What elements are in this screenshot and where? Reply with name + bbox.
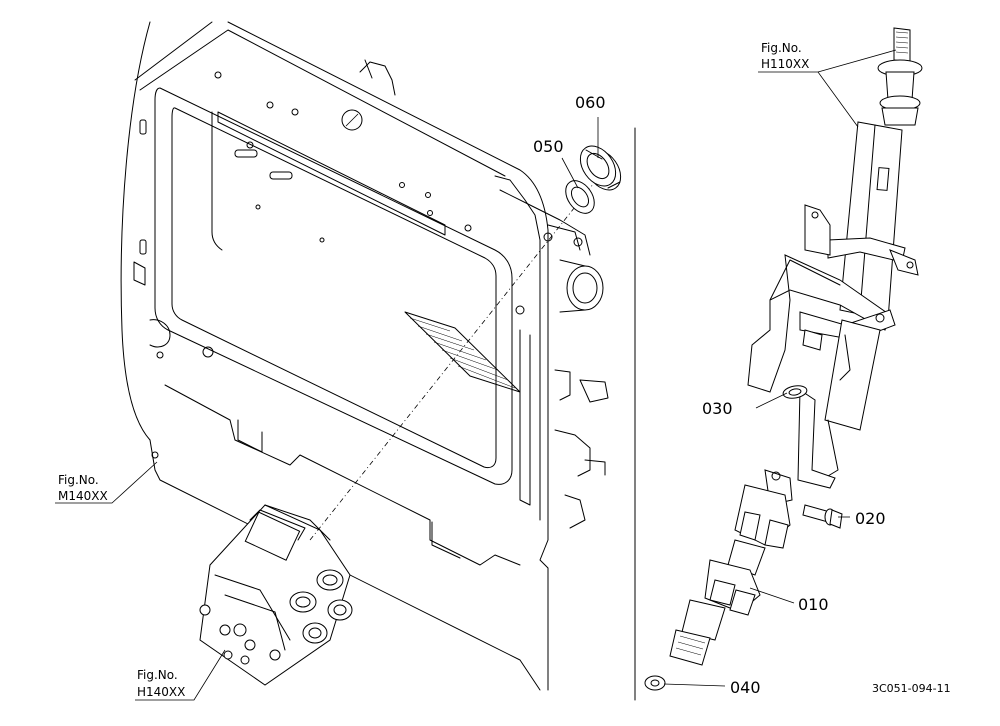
seal-050	[565, 180, 595, 214]
assembly-axis-line	[309, 177, 599, 541]
fig-ref-h140-prefix: Fig.No.	[137, 668, 178, 682]
universal-joint-010	[669, 469, 793, 666]
steering-column	[747, 27, 923, 489]
fig-ref-h110-prefix: Fig.No.	[761, 41, 802, 55]
bolt-020	[802, 504, 843, 529]
bearing-060	[579, 145, 622, 191]
steering-valve-unit	[199, 504, 353, 686]
drawing-code: 3C051-094-11	[872, 682, 951, 695]
part-label-020: 020	[855, 509, 886, 528]
fig-ref-h110-code: H110XX	[761, 57, 809, 71]
steering-panel-bracket	[120, 21, 609, 691]
fig-ref-h140-code: H140XX	[137, 685, 185, 699]
nut-040	[644, 675, 666, 691]
part-label-060: 060	[575, 93, 606, 112]
part-label-040: 040	[730, 678, 761, 697]
part-label-050: 050	[533, 137, 564, 156]
fig-ref-m140-code: M140XX	[58, 489, 108, 503]
leader-lines	[55, 49, 897, 701]
fig-ref-m140-prefix: Fig.No.	[58, 473, 99, 487]
washer-030	[782, 385, 808, 399]
part-label-030: 030	[702, 399, 733, 418]
part-label-010: 010	[798, 595, 829, 614]
